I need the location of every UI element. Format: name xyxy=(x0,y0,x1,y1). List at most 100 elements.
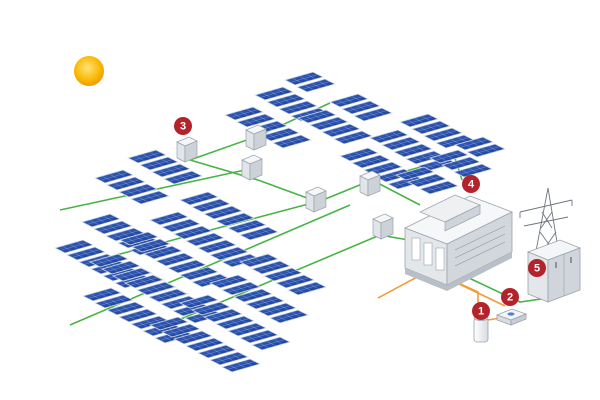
solar-panel-icon xyxy=(178,191,220,206)
solar-panel-icon xyxy=(235,113,277,128)
solar-panel-icon xyxy=(162,170,204,185)
solar-panel-icon xyxy=(283,71,325,86)
solar-panel-icon xyxy=(196,239,238,254)
marker-label: 2 xyxy=(507,292,513,304)
solar-panel-icon xyxy=(410,120,452,135)
solar-panel-icon xyxy=(238,253,280,268)
solar-panel-icon xyxy=(123,274,165,289)
solar-panel-icon xyxy=(238,329,280,344)
marker-label: 4 xyxy=(468,179,475,191)
solar-panel-icon xyxy=(226,219,268,234)
solar-panel-icon xyxy=(93,169,135,184)
solar-panel-icon xyxy=(265,93,307,108)
solar-panel-icon xyxy=(259,127,301,142)
solar-panel-icon xyxy=(154,252,196,267)
solar-panel-icon xyxy=(352,107,394,122)
solar-panel-icon xyxy=(117,183,159,198)
solar-panel-icon xyxy=(208,246,250,261)
solar-panel-icon xyxy=(202,308,244,323)
solar-panel-icon xyxy=(80,213,122,228)
solar-panel-icon xyxy=(202,205,244,220)
solar-panel-icon xyxy=(380,136,422,151)
solar-panel-icon xyxy=(244,295,286,310)
solar-panel-icon xyxy=(148,316,190,331)
solar-panel-icon xyxy=(118,231,160,246)
solar-panel-icon xyxy=(268,309,310,324)
solar-panel-icon xyxy=(452,163,494,178)
solar-panel-icon xyxy=(350,154,392,169)
solar-panel-icon xyxy=(93,294,135,309)
solar-panel-icon xyxy=(226,322,268,337)
marker-1: 1 xyxy=(472,302,490,320)
solar-panel-icon xyxy=(148,211,190,226)
solar-panel-icon xyxy=(88,253,130,268)
solar-panel-icon xyxy=(105,301,147,316)
solar-panel-icon xyxy=(392,143,434,158)
solar-panel-icon xyxy=(328,93,370,108)
solar-panel-icon xyxy=(117,308,159,323)
solar-panel-icon xyxy=(453,136,495,151)
solar-panel-icon xyxy=(160,218,202,233)
solar-panel-icon xyxy=(190,198,232,213)
solar-panel-icon xyxy=(232,288,274,303)
solar-panel-icon xyxy=(256,302,298,317)
solar-panel-icon xyxy=(184,232,226,247)
solar-panel-icon xyxy=(250,260,292,275)
solar-panel-icon xyxy=(178,294,220,309)
marker-label: 1 xyxy=(478,306,484,318)
solar-panel-icon xyxy=(147,288,189,303)
solar-panel-icon xyxy=(238,226,280,241)
solar-panel-icon xyxy=(398,113,440,128)
combiner-box-icon xyxy=(359,170,381,197)
marker-2: 2 xyxy=(501,288,519,306)
marker-5: 5 xyxy=(528,259,546,277)
solar-panel-icon xyxy=(220,281,262,296)
solar-panel-icon xyxy=(65,246,107,261)
marker-3: 3 xyxy=(174,117,192,135)
solar-panel-icon xyxy=(184,337,226,352)
solar-panel-icon xyxy=(92,220,134,235)
solar-panel-icon xyxy=(135,281,177,296)
solar-panel-icon xyxy=(129,190,171,205)
combiner-box-icon xyxy=(241,154,263,181)
solar-panel-icon xyxy=(286,281,328,296)
solar-panel-icon xyxy=(262,267,304,282)
solar-array xyxy=(53,71,507,373)
inverter-icon xyxy=(403,194,514,291)
solar-panel-icon xyxy=(274,274,316,289)
solar-panel-icon xyxy=(422,127,464,142)
solar-panel-icon xyxy=(308,116,350,131)
solar-panel-icon xyxy=(223,106,265,121)
solar-panel-icon xyxy=(196,344,238,359)
solar-panel-icon xyxy=(208,274,250,289)
solar-panel-icon xyxy=(277,100,319,115)
solar-panel-icon xyxy=(111,267,153,282)
solar-panel-icon xyxy=(53,239,95,254)
solar-panel-icon xyxy=(81,287,123,302)
solar-panel-icon xyxy=(130,238,172,253)
solar-panel-icon xyxy=(178,266,220,281)
marker-label: 3 xyxy=(180,121,186,133)
solar-panel-icon xyxy=(100,260,142,275)
solar-panel-icon xyxy=(138,156,180,171)
solar-panel-icon xyxy=(418,180,460,195)
solar-panel-icon xyxy=(271,134,313,149)
solar-panel-icon xyxy=(368,129,410,144)
solar-panel-icon xyxy=(394,166,436,181)
datalogger-icon xyxy=(495,308,528,326)
solar-panel-icon xyxy=(190,301,232,316)
marker-4: 4 xyxy=(462,175,480,193)
solar-panel-icon xyxy=(142,245,184,260)
solar-panel-icon xyxy=(440,156,482,171)
solar-panel-icon xyxy=(150,163,192,178)
solar-panel-icon xyxy=(126,149,168,164)
solar-panel-icon xyxy=(105,176,147,191)
sun-icon xyxy=(74,56,104,86)
solar-panel-icon xyxy=(332,130,374,145)
solar-panel-icon xyxy=(253,86,295,101)
combiner-box-icon xyxy=(372,213,394,240)
combiner-boxes xyxy=(176,124,394,240)
combiner-box-icon xyxy=(305,186,327,213)
solar-panel-icon xyxy=(320,123,362,138)
